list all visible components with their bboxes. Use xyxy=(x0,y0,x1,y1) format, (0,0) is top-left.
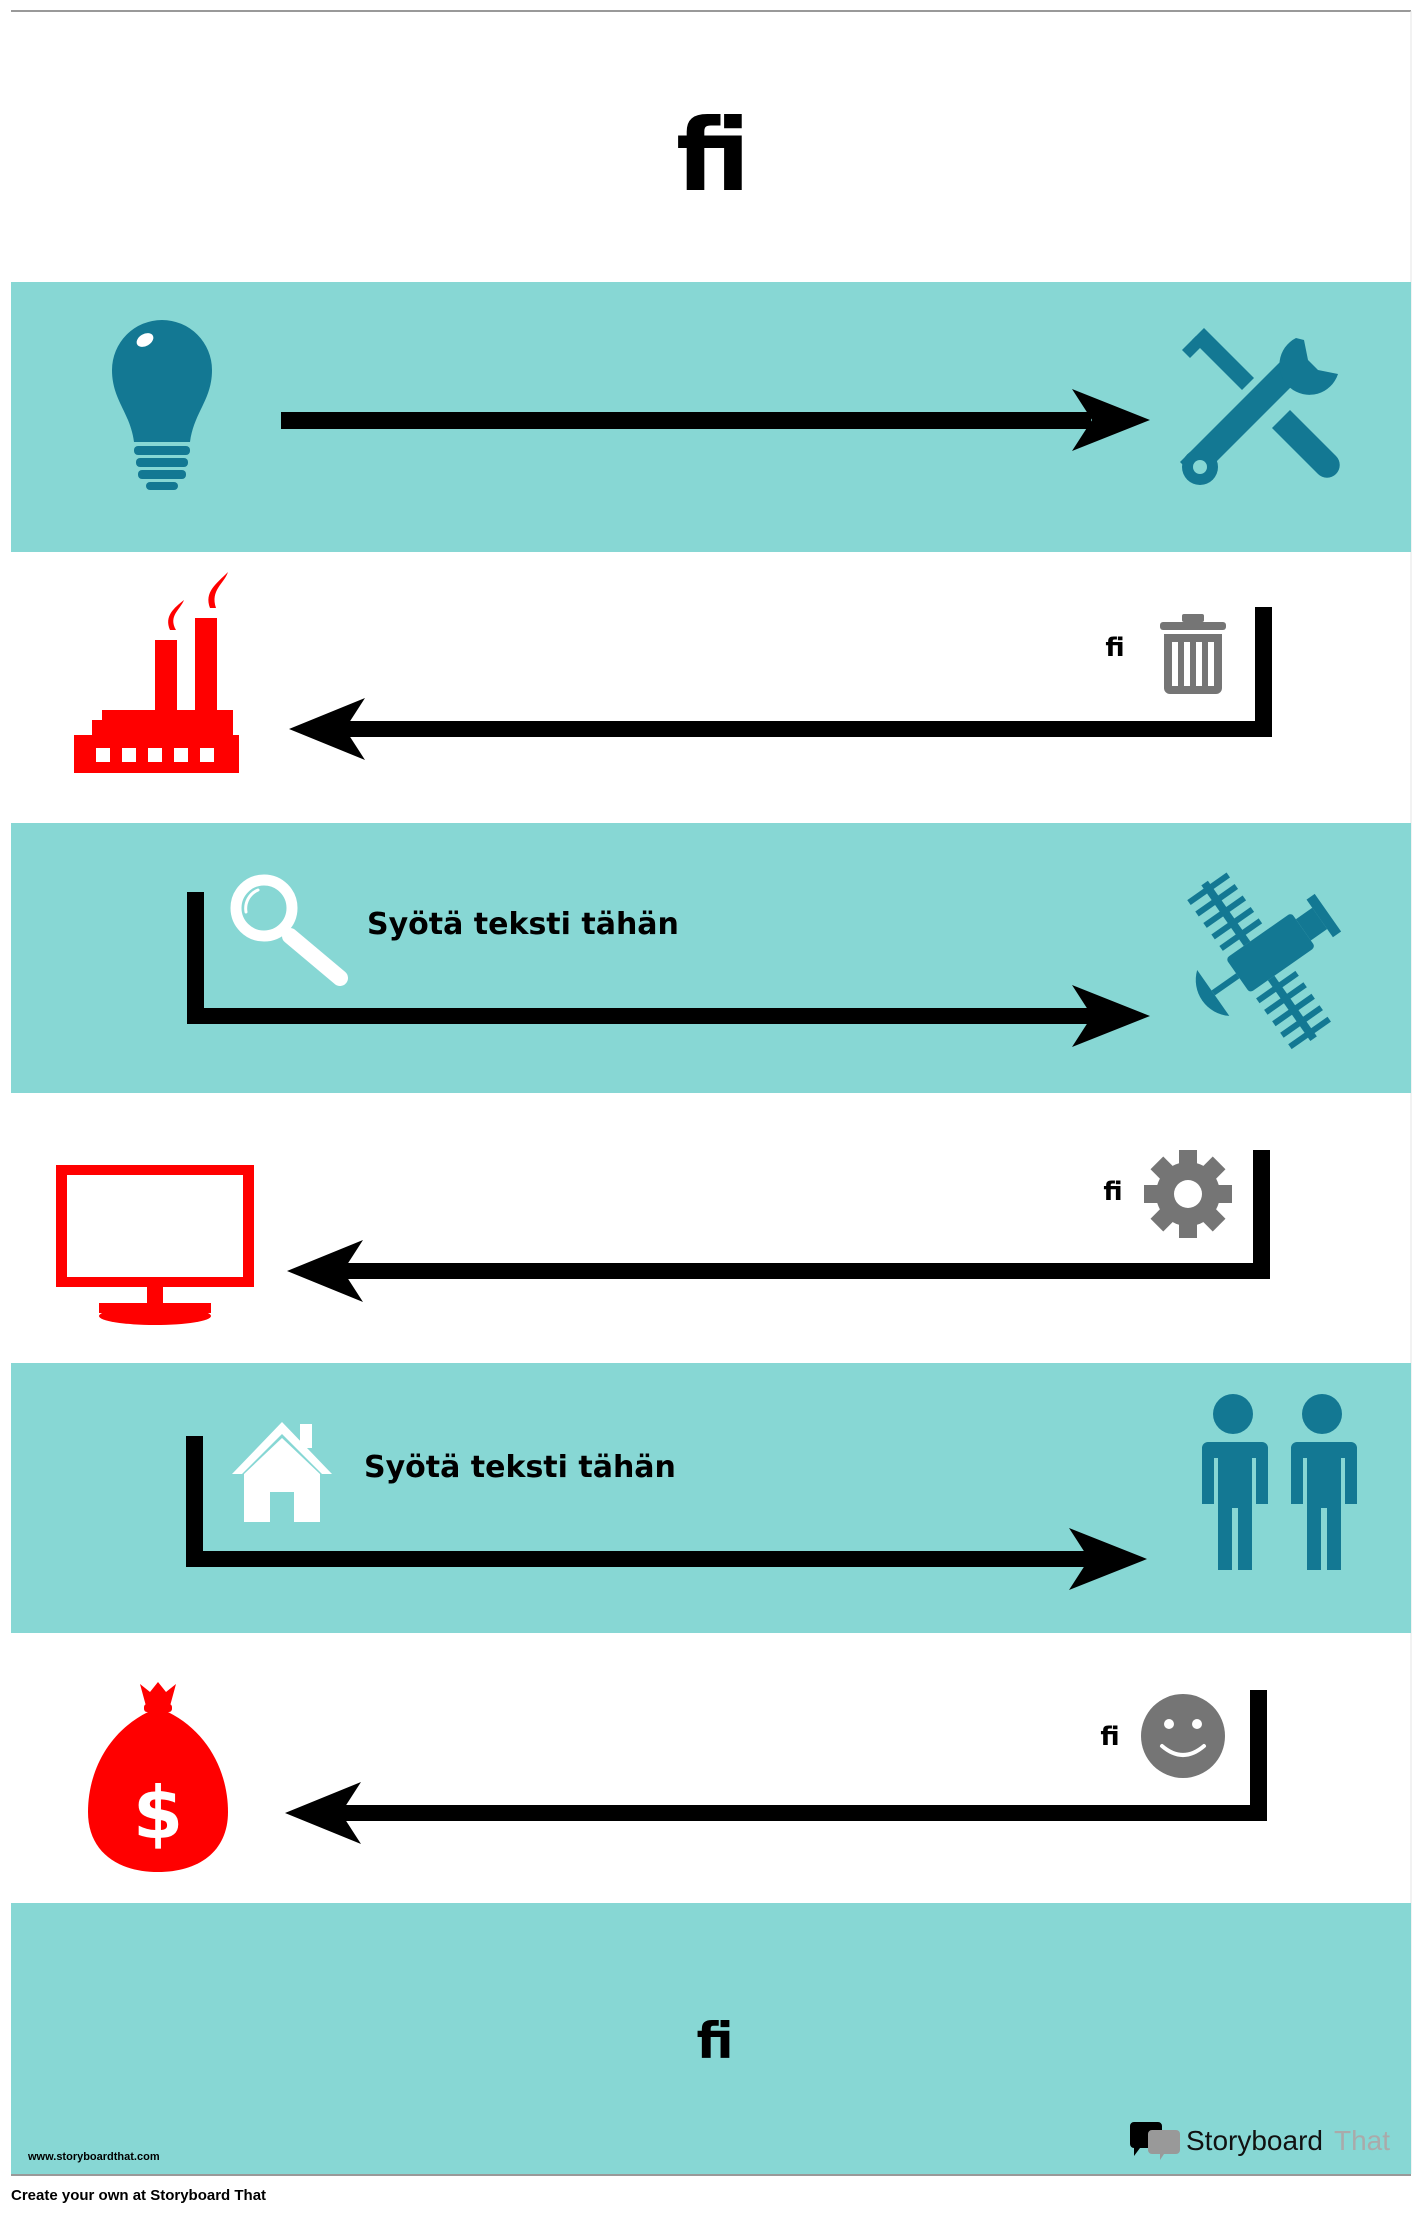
arrow-right xyxy=(281,389,1150,451)
band-7 xyxy=(11,1903,1411,2174)
arrow-right-bent xyxy=(186,1436,1147,1590)
row-3-label: Syötä teksti tähän xyxy=(367,907,679,942)
svg-text:$: $ xyxy=(133,1771,183,1855)
create-your-own-link[interactable]: Create your own at Storyboard That xyxy=(11,2187,266,2204)
row-6-label: fi xyxy=(1100,1722,1119,1752)
lightbulb-icon xyxy=(112,320,212,490)
satellite-icon xyxy=(1187,872,1342,1050)
website-url: www.storyboardthat.com xyxy=(27,2151,160,2163)
svg-text:Storyboard: Storyboard xyxy=(1186,2125,1323,2156)
band-5 xyxy=(11,1363,1411,1633)
row-5-label: Syötä teksti tähän xyxy=(364,1450,676,1485)
arrow-left-bent xyxy=(287,1150,1270,1302)
row-4-label: fi xyxy=(1103,1177,1122,1207)
money-bag-icon: $ xyxy=(88,1682,228,1872)
smiley-icon xyxy=(1141,1694,1225,1778)
gear-icon xyxy=(1144,1150,1232,1238)
people-icon xyxy=(1202,1394,1357,1570)
arrow-left-bent xyxy=(289,607,1272,760)
row-2-label: fi xyxy=(1105,633,1124,663)
footer-text: fi xyxy=(696,2012,733,2070)
monitor-icon xyxy=(56,1165,254,1325)
arrow-left-bent xyxy=(285,1690,1267,1844)
factory-icon xyxy=(74,572,239,773)
svg-text:That: That xyxy=(1334,2125,1390,2156)
page-title: fi xyxy=(676,97,750,214)
tools-icon xyxy=(1180,328,1340,485)
magnifier-icon xyxy=(230,874,348,986)
storyboardthat-logo: Storyboard That xyxy=(1130,2122,1390,2160)
house-icon xyxy=(232,1422,332,1522)
arrow-right-bent xyxy=(187,892,1150,1047)
band-3 xyxy=(11,823,1411,1093)
trash-icon xyxy=(1160,614,1226,694)
